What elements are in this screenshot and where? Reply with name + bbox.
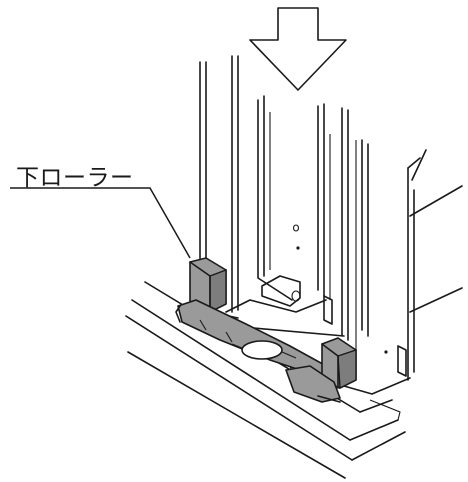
lower-roller-label: 下ローラー [16, 165, 134, 191]
floor-rails [125, 281, 406, 479]
down-arrow-icon [249, 7, 347, 91]
door-panel [199, 55, 463, 395]
label-leader [10, 187, 191, 259]
lower-roller-right [285, 337, 357, 403]
